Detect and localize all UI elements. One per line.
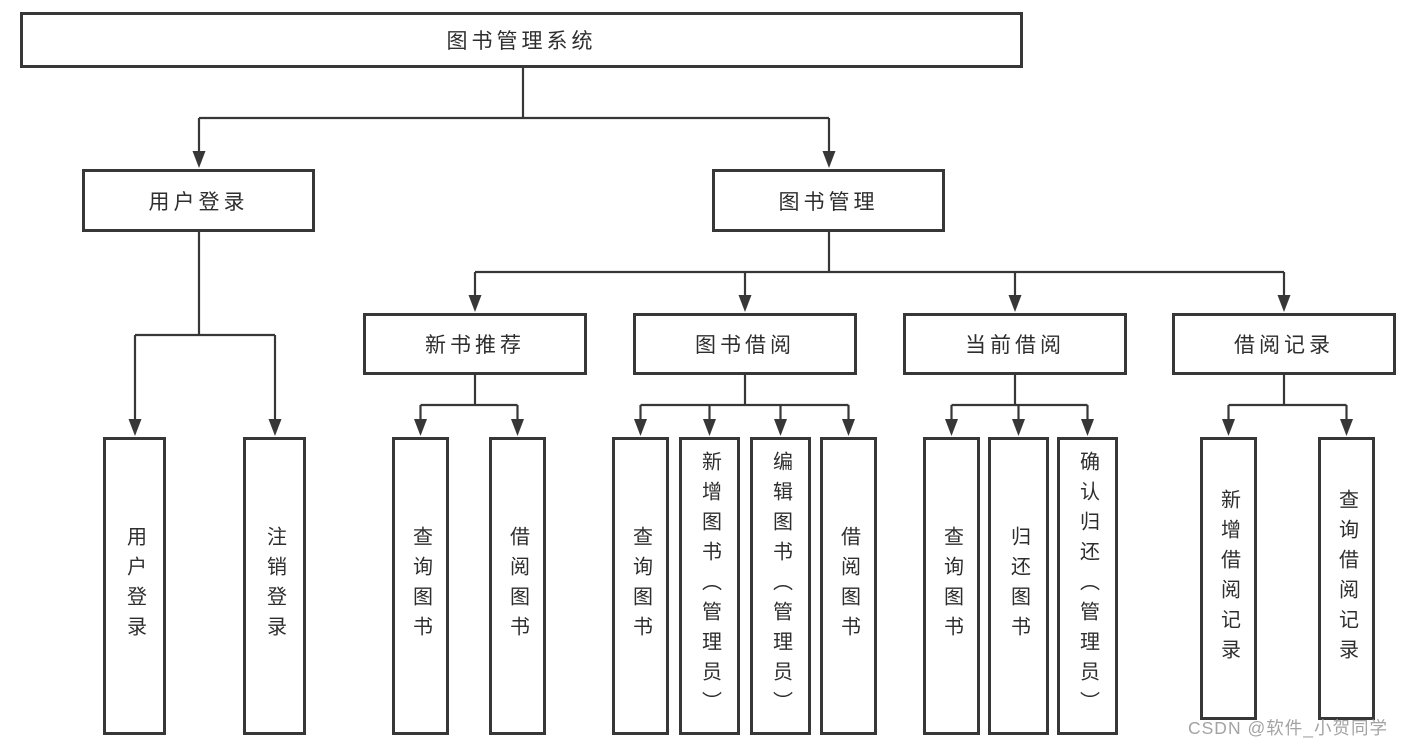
leaf-search-books-recommend: 查询图书 xyxy=(392,437,449,735)
leaf-borrow-books: 借阅图书 xyxy=(820,437,877,735)
leaf-user-login: 用户登录 xyxy=(103,437,166,735)
connector-new-book-group xyxy=(414,375,524,436)
node-book-management: 图书管理 xyxy=(712,169,945,232)
connector-borrow-record-group xyxy=(1222,375,1353,436)
leaf-return-books: 归还图书 xyxy=(988,437,1049,735)
leaf-edit-book-admin-label: 编辑图书（管理员） xyxy=(769,451,792,721)
node-root-system-label: 图书管理系统 xyxy=(446,30,597,53)
leaf-search-borrow-record-label: 查询借阅记录 xyxy=(1335,488,1358,669)
leaf-search-books-recommend-label: 查询图书 xyxy=(409,526,432,646)
leaf-search-books-borrow: 查询图书 xyxy=(612,437,669,735)
csdn-watermark: CSDN @软件_小贺同学 xyxy=(1188,718,1388,738)
node-borrow-record-label: 借阅记录 xyxy=(1234,334,1334,357)
node-book-management-label: 图书管理 xyxy=(778,190,879,214)
node-borrow-record: 借阅记录 xyxy=(1172,313,1396,375)
leaf-search-books-current: 查询图书 xyxy=(923,437,980,735)
leaf-borrow-books-recommend: 借阅图书 xyxy=(489,437,546,735)
leaf-search-books-borrow-label: 查询图书 xyxy=(629,526,652,646)
leaf-confirm-return-admin: 确认归还（管理员） xyxy=(1057,437,1118,735)
leaf-logout-label: 注销登录 xyxy=(263,526,286,646)
node-book-borrow-label: 图书借阅 xyxy=(695,334,795,357)
leaf-borrow-books-label: 借阅图书 xyxy=(837,526,860,646)
node-new-book-recommend-label: 新书推荐 xyxy=(425,334,525,357)
connector-user-login-group xyxy=(128,232,282,436)
leaf-add-borrow-record-label: 新增借阅记录 xyxy=(1217,488,1240,669)
connector-book-mgmt-to-level3 xyxy=(468,232,1291,312)
node-current-borrow-label: 当前借阅 xyxy=(965,334,1065,357)
leaf-add-book-admin: 新增图书（管理员） xyxy=(679,437,740,735)
leaf-confirm-return-admin-label: 确认归还（管理员） xyxy=(1076,451,1099,721)
leaf-search-borrow-record: 查询借阅记录 xyxy=(1318,437,1375,720)
node-user-login-label: 用户登录 xyxy=(148,190,249,214)
leaf-edit-book-admin: 编辑图书（管理员） xyxy=(750,437,811,735)
connector-book-borrow-group xyxy=(634,375,855,436)
leaf-borrow-books-recommend-label: 借阅图书 xyxy=(506,526,529,646)
node-current-borrow: 当前借阅 xyxy=(903,313,1127,375)
leaf-return-books-label: 归还图书 xyxy=(1007,526,1030,646)
node-user-login: 用户登录 xyxy=(82,169,315,232)
connector-current-borrow-group xyxy=(945,375,1094,436)
leaf-add-borrow-record: 新增借阅记录 xyxy=(1200,437,1257,720)
leaf-search-books-current-label: 查询图书 xyxy=(940,526,963,646)
node-root-system: 图书管理系统 xyxy=(20,12,1023,68)
leaf-user-login-label: 用户登录 xyxy=(123,526,146,646)
leaf-logout: 注销登录 xyxy=(243,437,306,735)
node-new-book-recommend: 新书推荐 xyxy=(363,313,587,375)
node-book-borrow: 图书借阅 xyxy=(633,313,857,375)
connector-root-to-level2 xyxy=(192,68,836,168)
leaf-add-book-admin-label: 新增图书（管理员） xyxy=(698,451,721,721)
